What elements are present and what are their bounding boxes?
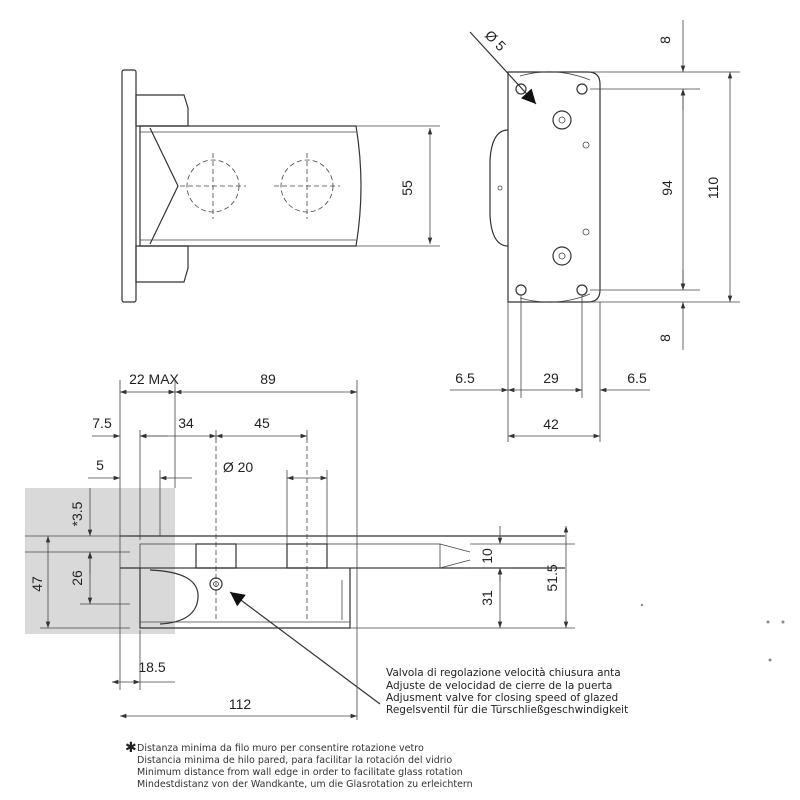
dim-6-5-left: 6.5 [455, 370, 475, 386]
dim-3-5: *3.5 [69, 501, 85, 526]
front-view: Ø 5 8 94 8 110 6.5 29 6.5 42 [450, 20, 740, 442]
dim-34: 34 [178, 415, 194, 431]
dim-6-5-right: 6.5 [627, 370, 647, 386]
hinge-lower-body [139, 568, 351, 629]
screw-upper [552, 110, 572, 130]
footnote-asterisk: ✱ [125, 739, 137, 755]
dim-5: 5 [96, 457, 104, 473]
dim-47: 47 [29, 576, 45, 592]
dim-29: 29 [543, 370, 559, 386]
hole-leader [469, 31, 537, 105]
dim-26: 26 [69, 570, 85, 586]
mount-hole-tr [576, 83, 588, 95]
dim-89: 89 [260, 371, 276, 387]
dim-8-bottom: 8 [657, 334, 673, 342]
hinge-body [139, 125, 362, 247]
side-view: 55 [121, 69, 440, 303]
dim-42: 42 [543, 416, 559, 432]
valve-leader [229, 591, 381, 705]
dim-94: 94 [659, 180, 675, 196]
lower-bracket [135, 245, 189, 283]
footnote-es: Distancia minima de hilo pared, para fac… [137, 755, 452, 766]
upper-bracket [135, 94, 189, 127]
wall-plate [121, 69, 137, 303]
dim-10: 10 [479, 548, 495, 564]
dim-18-5: 18.5 [138, 659, 165, 675]
mount-hole-tl [515, 83, 527, 95]
footnote-en: Minimum distance from wall edge in order… [137, 767, 463, 778]
valve-screw [209, 577, 223, 591]
dim-7-5: 7.5 [92, 415, 112, 431]
mount-hole-bl [515, 284, 527, 296]
body-bevel [149, 127, 179, 245]
screw-lower [552, 246, 572, 266]
dim-glass-hole: Ø 20 [223, 459, 254, 475]
valve-note-es: Adjuste de velocidad de cierre de la pue… [386, 680, 612, 692]
front-side-bump [489, 129, 509, 247]
pivot-curve [149, 569, 199, 625]
glass-hole-2 [286, 543, 328, 569]
dim-110: 110 [705, 177, 721, 200]
wall-section [25, 488, 175, 634]
mount-hole-br [576, 284, 588, 296]
valve-note-de: Regelsventil für die Türschließgeschwind… [386, 704, 628, 716]
footnote: ✱ Distanza minima da filo muro per conse… [125, 739, 473, 790]
dim-8-top: 8 [657, 36, 673, 44]
footnote-de: Mindestdistanz von der Wandkante, um die… [137, 779, 473, 790]
dim-22-max: 22 MAX [129, 371, 179, 387]
valve-note-en: Adjusment valve for closing speed of gla… [386, 692, 618, 704]
dim-51-5: 51.5 [544, 564, 560, 591]
dim-112: 112 [229, 696, 252, 712]
footnote-it: Distanza minima da filo muro per consent… [137, 743, 424, 754]
dim-31: 31 [479, 590, 495, 606]
section-view: 22 MAX 89 7.5 34 45 5 Ø 20 47 26 *3.5 [25, 371, 785, 720]
valve-note-it: Valvola di regolazione velocità chiusura… [386, 667, 621, 679]
front-plate [507, 71, 601, 303]
dim-45: 45 [254, 415, 270, 431]
glass-hole-1 [195, 543, 237, 569]
dim-55: 55 [399, 180, 415, 196]
